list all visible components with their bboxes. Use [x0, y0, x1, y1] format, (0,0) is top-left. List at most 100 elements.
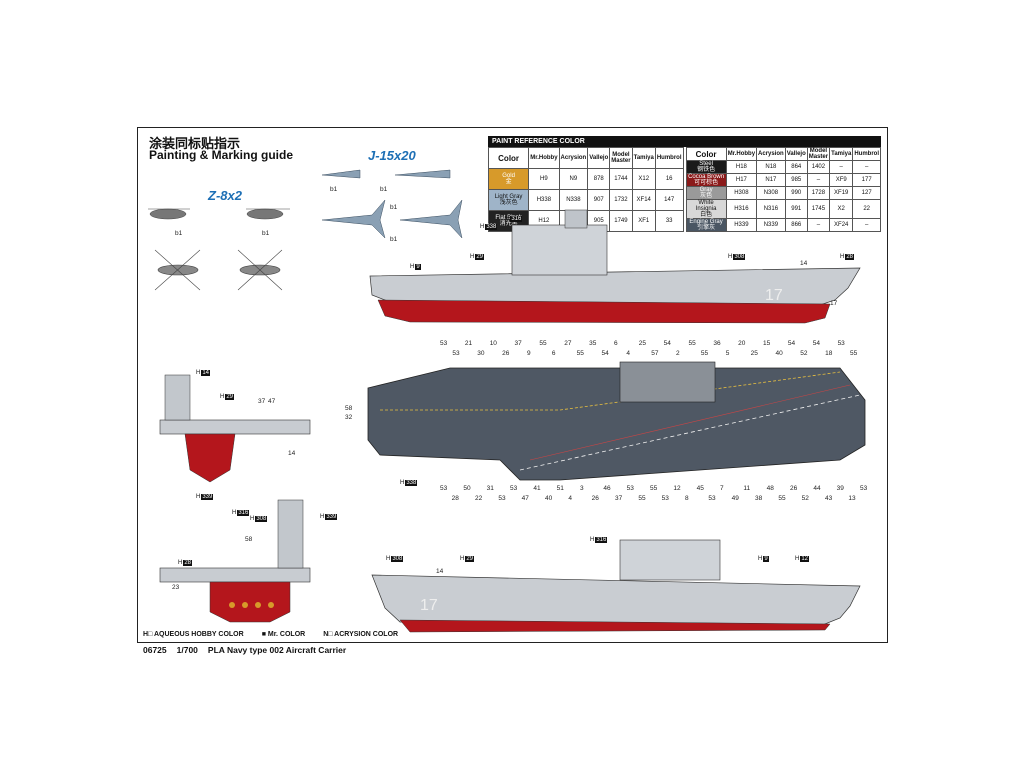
callout-number: 43: [825, 495, 833, 502]
callout-number: 25: [750, 350, 758, 357]
ship-side-view-bottom: 17: [371, 539, 861, 633]
hull-number-bottom: 17: [420, 597, 438, 614]
callout-number: 40: [545, 495, 553, 502]
ship-side-view-top: 17: [369, 209, 861, 324]
tamiya-code: XF1: [631, 210, 656, 232]
callout-number: 54: [601, 350, 609, 357]
callout-number: 41: [533, 485, 541, 492]
side-callout: 17: [830, 300, 838, 307]
callout-number: 15: [763, 340, 771, 347]
product-footer: 06725 1/700 PLA Navy type 002 Aircraft C…: [143, 645, 346, 655]
callout-number: 55: [778, 495, 786, 502]
product-scale: 1/700: [176, 645, 198, 655]
callout-number: 51: [556, 485, 564, 492]
callout-number: 55: [576, 350, 584, 357]
callout-number: 5: [725, 350, 730, 357]
z8-label: Z-8x2: [208, 188, 242, 203]
callout-number: 48: [766, 485, 774, 492]
callout-number: 4: [626, 350, 630, 357]
callout-number: 18: [825, 350, 833, 357]
callout-number: 22: [475, 495, 483, 502]
ship-front-view: [159, 374, 311, 483]
callout-number: 53: [860, 485, 868, 492]
callout-number: 20: [738, 340, 746, 347]
callout-number: 53: [708, 495, 716, 502]
callout-number: 52: [800, 350, 808, 357]
side-callout: 58: [245, 536, 253, 543]
product-name: PLA Navy type 002 Aircraft Carrier: [207, 645, 347, 655]
callout-number: 2: [676, 350, 680, 357]
callout-number: 7: [720, 485, 724, 492]
helicopter-side-icon: [148, 208, 290, 220]
callout-number: 40: [775, 350, 783, 357]
mrhobby-code: H9: [528, 168, 560, 190]
mrhobby-code: H339: [725, 218, 758, 232]
callout-number: 6: [613, 340, 618, 347]
part-label-b1: b1: [175, 230, 183, 237]
side-callout: 32: [345, 414, 353, 421]
callout-number: 35: [589, 340, 597, 347]
modelmaster-code: 1749: [609, 210, 633, 232]
side-callout: 47: [268, 398, 276, 405]
legend-acrysion: N□ ACRYSION COLOR: [323, 631, 399, 638]
callout-number: 55: [688, 340, 696, 347]
hull-number: 17: [765, 287, 783, 304]
humbrol-code: –: [852, 218, 881, 232]
callout-number: 53: [440, 340, 448, 347]
callout-number: 31: [486, 485, 494, 492]
callout-number: 44: [813, 485, 821, 492]
mrhobby-code: H308: [725, 186, 758, 200]
callout-number: 52: [801, 495, 809, 502]
color-legend: H□ AQUEOUS HOBBY COLOR ■ Mr. COLOR N□ AC…: [143, 631, 398, 638]
part-label-b1: b1: [330, 186, 338, 193]
part-label-b1: b1: [262, 230, 270, 237]
callout-number: 27: [564, 340, 572, 347]
callout-number: 11: [743, 485, 751, 492]
callout-number: 3: [580, 485, 584, 492]
callout-number: 26: [790, 485, 798, 492]
callout-number: 36: [713, 340, 721, 347]
callout-number: 55: [850, 350, 858, 357]
paint-reference-table: PAINT REFERENCE COLOR Color Mr.Hobby Acr…: [487, 136, 881, 232]
product-code: 06725: [143, 645, 167, 655]
title-english: Painting & Marking guide: [149, 148, 294, 162]
callout-number: 54: [663, 340, 671, 347]
callout-number: 25: [638, 340, 647, 347]
callout-number: 55: [700, 350, 709, 357]
callout-number: 21: [464, 340, 473, 347]
callout-number: 9: [526, 350, 531, 357]
title-chinese: 涂装同标贴指示: [149, 137, 241, 152]
callout-number: 6: [551, 350, 556, 357]
callout-number: 30: [477, 350, 485, 357]
callout-number: 46: [603, 485, 611, 492]
tamiya-code: XF14: [631, 189, 656, 211]
vallejo-code: 866: [784, 218, 808, 232]
side-callout: 14: [436, 568, 444, 575]
callout-number: 55: [650, 485, 658, 492]
helicopter-top-icon: [154, 249, 283, 291]
callout-number: 39: [836, 485, 844, 492]
j15-label: J-15x20: [368, 148, 416, 163]
callout-number: 57: [651, 350, 659, 357]
side-callout: 37: [258, 398, 266, 405]
callout-number: 10: [489, 340, 497, 347]
callout-number: 38: [755, 495, 763, 502]
